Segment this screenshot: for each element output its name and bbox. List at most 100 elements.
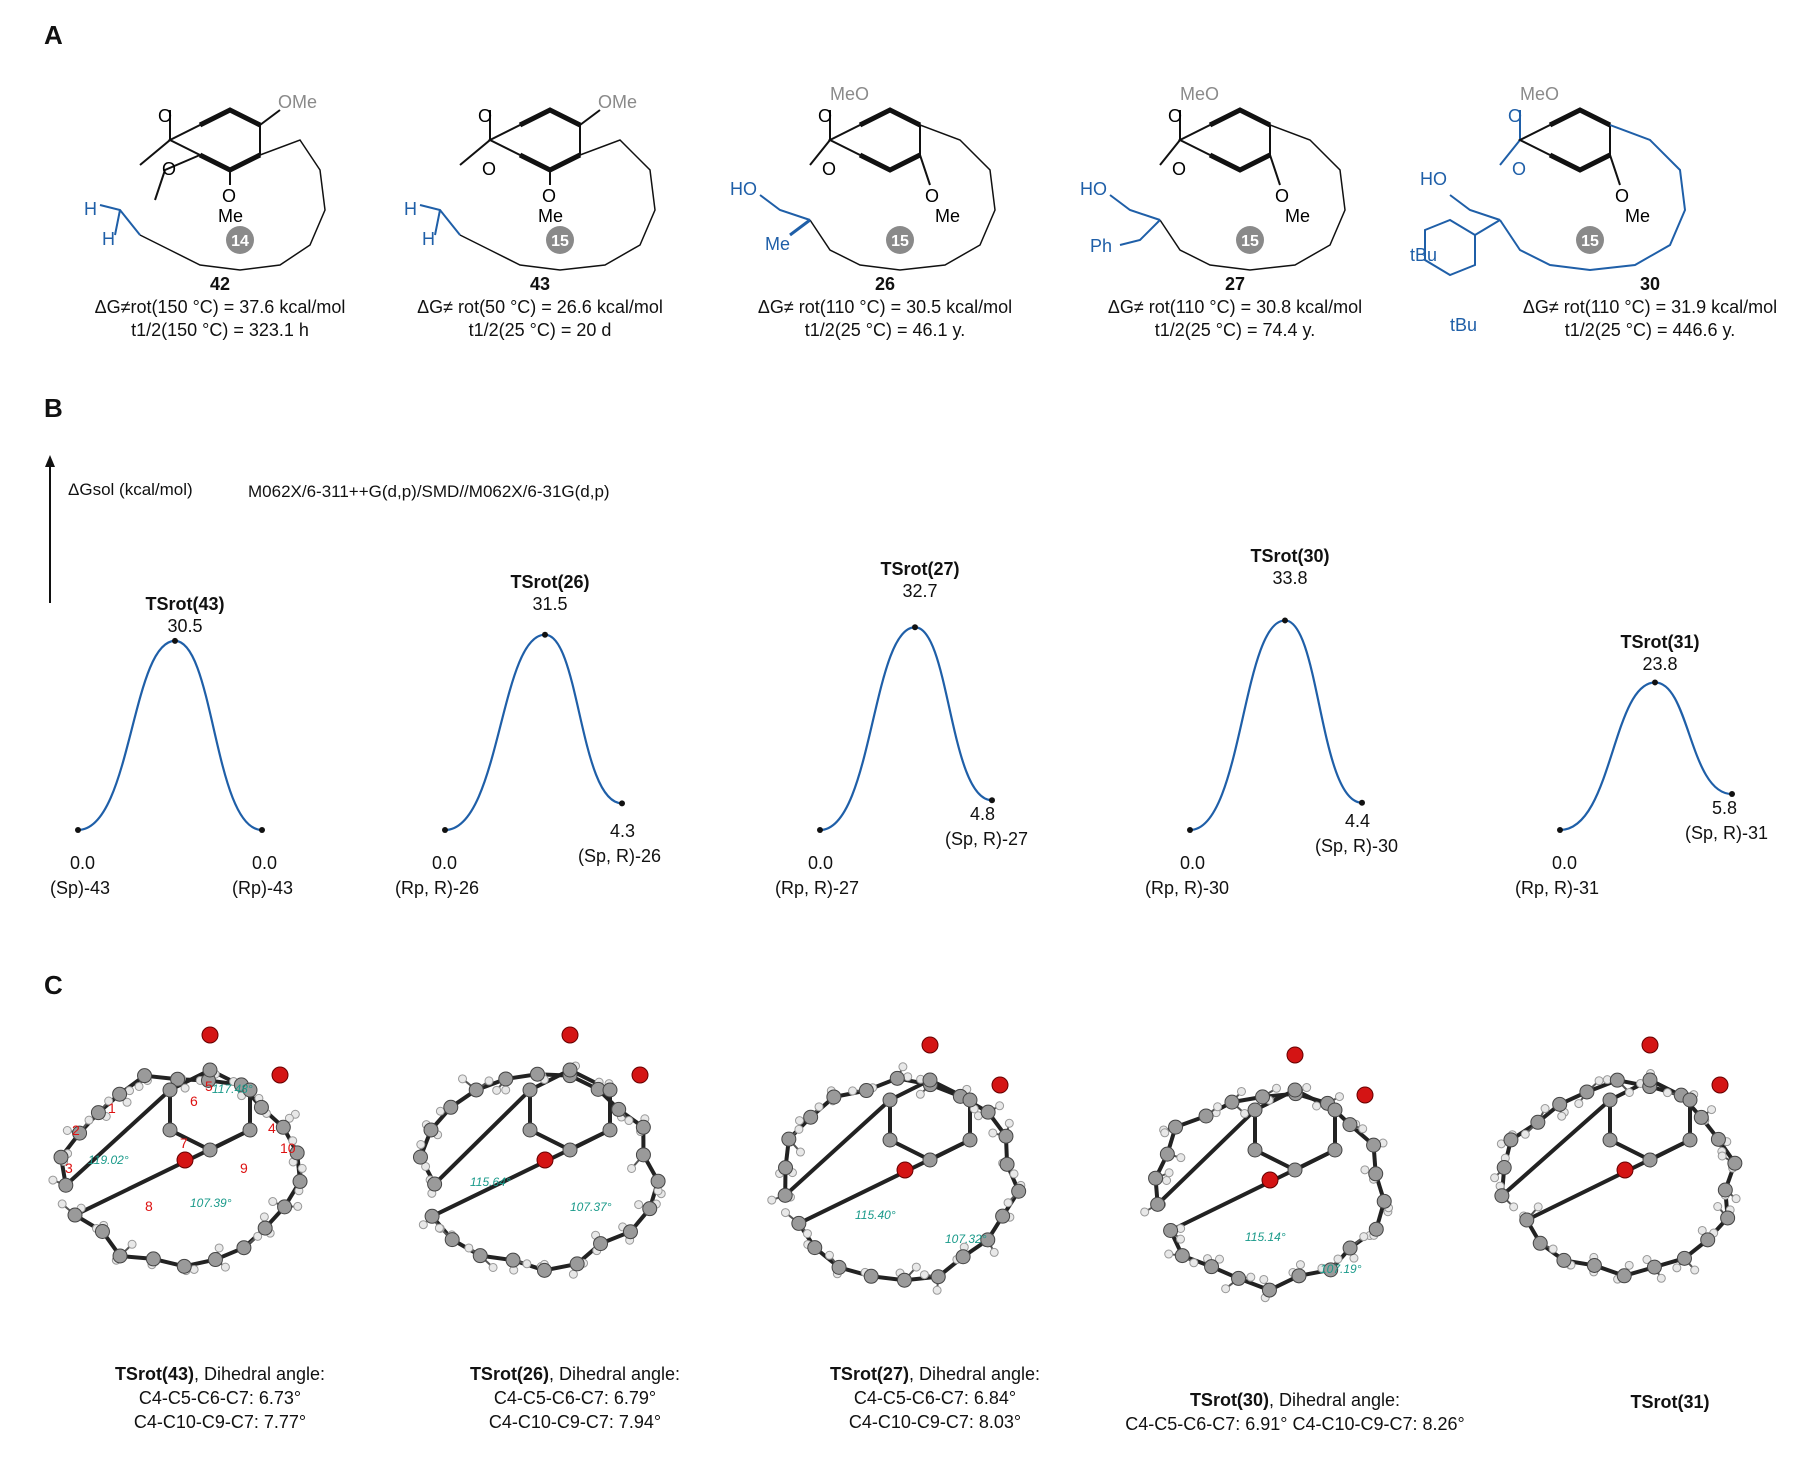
energy-point xyxy=(259,827,265,833)
structure-caption-26: TSrot(26), Dihedral angle: C4-C5-C6-C7: … xyxy=(445,1362,705,1434)
carbon-atom xyxy=(858,1083,874,1099)
svg-text:O: O xyxy=(482,159,496,179)
energy-line: ΔG≠ rot(110 °C) = 30.5 kcal/mol xyxy=(757,297,1013,317)
ts-name: TSrot(31) xyxy=(1620,632,1700,652)
carbon-atom xyxy=(962,1132,978,1148)
svg-text:O: O xyxy=(158,106,172,126)
carbon-atom xyxy=(468,1082,484,1098)
carbon-atom xyxy=(635,1147,651,1163)
energy-point xyxy=(442,827,448,833)
angle-label: 107.19° xyxy=(1320,1262,1362,1276)
svg-text:O: O xyxy=(542,186,556,206)
carbon-atom xyxy=(162,1122,178,1138)
carbon-atom xyxy=(650,1173,666,1189)
oxygen-atom xyxy=(536,1151,554,1169)
carbon-atom xyxy=(1366,1137,1382,1153)
bond xyxy=(1156,1108,1257,1206)
carbon-atom xyxy=(995,1208,1011,1224)
left-state-31: (Rp, R)-31 xyxy=(1515,878,1600,898)
ts-energy: 30.5 xyxy=(167,616,203,636)
hydrogen-atom xyxy=(180,1083,190,1093)
carbon-atom xyxy=(257,1220,273,1236)
carbon-atom xyxy=(72,1125,88,1141)
carbon-atom xyxy=(922,1152,938,1168)
compound-caption-27: 27 ΔG≠ rot(110 °C) = 30.8 kcal/mol t1/2(… xyxy=(1080,273,1390,342)
ts-label-43: TSrot(43) 30.5 xyxy=(120,593,250,637)
angle-label: 115.14° xyxy=(1245,1230,1286,1244)
structure-caption-31: TSrot(31) xyxy=(1610,1390,1730,1414)
hydrogen-atom xyxy=(1574,1099,1584,1109)
left-state-26: (Rp, R)-26 xyxy=(395,878,480,898)
ts-energy: 31.5 xyxy=(532,594,568,614)
carbon-atom xyxy=(1327,1142,1343,1158)
carbon-atom xyxy=(242,1082,258,1098)
hydrogen-atom xyxy=(492,1085,502,1095)
hydrogen-atom xyxy=(501,1085,511,1095)
hydrogen-atom xyxy=(795,1116,805,1126)
svg-text:Me: Me xyxy=(935,206,960,226)
bond xyxy=(797,1138,971,1226)
carbon-atom xyxy=(611,1101,627,1117)
carbon-atom xyxy=(90,1105,106,1121)
oxygen-atom xyxy=(1286,1046,1304,1064)
structure-caption-43: TSrot(43), Dihedral angle: C4-C5-C6-C7: … xyxy=(90,1362,350,1434)
atom-number: 9 xyxy=(240,1160,248,1176)
carbon-atom xyxy=(529,1066,545,1082)
hydrogen-atom xyxy=(122,1097,132,1107)
compound-caption-30: 30 ΔG≠ rot(110 °C) = 31.9 kcal/mol t1/2(… xyxy=(1490,273,1810,342)
oxygen-atom xyxy=(1711,1076,1729,1094)
atom-number: 8 xyxy=(145,1198,153,1214)
carbon-atom xyxy=(424,1208,440,1224)
hydrogen-atom xyxy=(1717,1151,1727,1161)
energy-profile-chart xyxy=(75,617,1735,833)
ts-label-27: TSrot(27) 32.7 xyxy=(855,558,985,602)
oxygen-atom xyxy=(921,1036,939,1054)
atom-number: 2 xyxy=(72,1122,80,1138)
hydrogen-atom xyxy=(1302,1083,1312,1093)
panel-letter-c: C xyxy=(44,970,63,1000)
carbon-atom xyxy=(1717,1182,1733,1198)
energy-point xyxy=(1557,827,1563,833)
carbon-atom xyxy=(1342,1117,1358,1133)
bond xyxy=(1169,1148,1336,1233)
left-energy-27: 0.0 xyxy=(808,853,834,873)
angle-label: 117.48° xyxy=(212,1082,253,1096)
hydrogen-atom xyxy=(214,1243,224,1253)
hydrogen-atom xyxy=(268,1197,278,1207)
energy-line: ΔG≠ rot(50 °C) = 26.6 kcal/mol xyxy=(417,297,663,317)
tbu-label-2: tBu xyxy=(1450,315,1478,335)
hydrogen-atom xyxy=(464,1243,474,1253)
carbon-atom xyxy=(922,1072,938,1088)
carbon-atom xyxy=(1011,1183,1027,1199)
svg-text:O: O xyxy=(822,159,836,179)
panel-letter-b: B xyxy=(44,393,63,423)
carbon-atom xyxy=(1646,1259,1662,1275)
energy-point xyxy=(1652,679,1658,686)
dihedral-1: C4-C5-C6-C7: 6.79° xyxy=(493,1388,657,1408)
hydrogen-atom xyxy=(1359,1232,1369,1242)
carbon-atom xyxy=(292,1173,308,1189)
bond xyxy=(433,1088,532,1186)
bond xyxy=(1525,1138,1691,1222)
hydrogen-atom xyxy=(1358,1124,1368,1134)
right-state-26: (Sp, R)-26 xyxy=(578,846,662,866)
energy-point xyxy=(172,637,178,644)
right-state-43: (Rp)-43 xyxy=(232,878,294,898)
structure-43: O OMe O O Me H H 15 xyxy=(404,92,656,271)
right-state-31: (Sp, R)-31 xyxy=(1685,823,1769,843)
carbon-atom xyxy=(202,1142,218,1158)
atom-number: 4 xyxy=(268,1120,276,1136)
carbon-atom xyxy=(980,1232,996,1248)
carbon-atom xyxy=(998,1128,1014,1144)
y-axis-label: ΔGsol (kcal/mol) xyxy=(68,480,193,499)
hydrogen-atom xyxy=(1312,1101,1322,1111)
hydrogen-atom xyxy=(435,1106,445,1116)
energy-curve-43 xyxy=(77,639,263,832)
svg-text:H: H xyxy=(404,199,417,219)
carbon-atom xyxy=(522,1122,538,1138)
carbon-atom xyxy=(1261,1282,1277,1298)
carbon-atom xyxy=(1530,1114,1546,1130)
ts-name: TSrot(43) xyxy=(145,594,225,614)
svg-text:O: O xyxy=(818,106,832,126)
svg-text:O: O xyxy=(1512,159,1526,179)
